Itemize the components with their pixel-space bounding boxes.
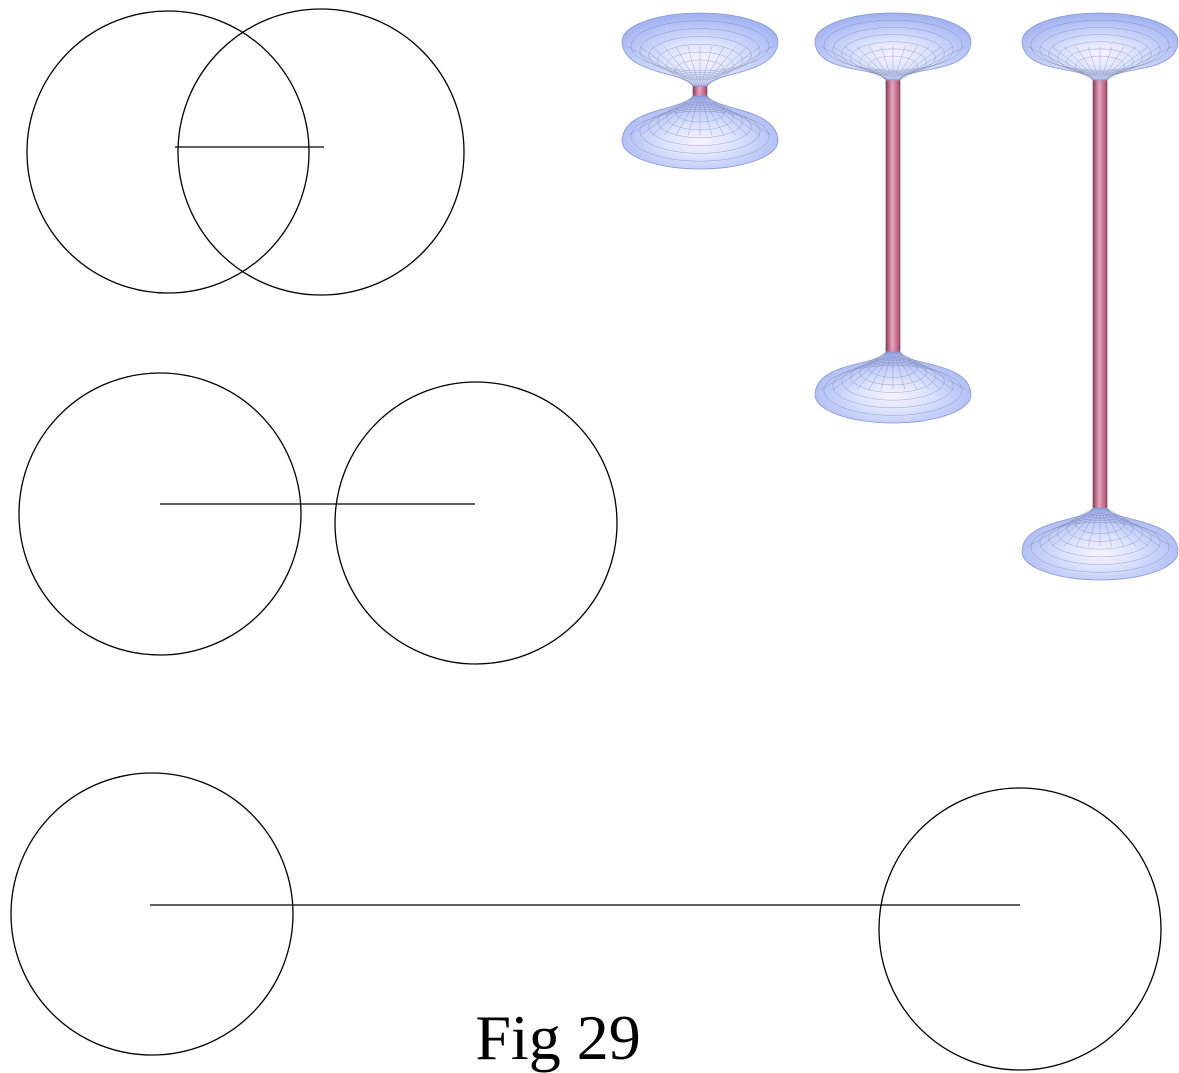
wormhole-medium-throat	[814, 12, 972, 424]
lower-funnel	[1021, 507, 1179, 581]
circle-left	[18, 372, 302, 656]
upper-funnel	[621, 12, 779, 87]
separated-circles-diagram	[10, 772, 1162, 1071]
upper-funnel	[1021, 12, 1179, 81]
circle-left	[10, 772, 294, 1056]
throat-tube	[1092, 77, 1108, 511]
touching-circles-diagram	[18, 372, 618, 665]
throat-tube	[885, 77, 901, 355]
circle-right	[334, 381, 618, 665]
circle-right	[177, 8, 465, 296]
lower-funnel	[621, 95, 779, 170]
wormhole-long-throat	[1021, 12, 1179, 581]
funnel-mesh	[1027, 19, 1173, 81]
figure-caption: Fig 29	[475, 1002, 641, 1073]
funnel-mesh	[820, 19, 966, 81]
funnel-mesh	[820, 351, 966, 416]
lower-funnel	[814, 351, 972, 424]
circle-left	[26, 10, 310, 294]
funnel-mesh	[627, 95, 773, 162]
circle-right	[878, 787, 1162, 1071]
funnel-mesh	[1027, 507, 1173, 573]
funnel-mesh	[627, 20, 773, 87]
overlapping-circles-diagram	[26, 8, 465, 296]
wormhole-surfaces	[621, 12, 1179, 581]
wormhole-short-throat	[621, 12, 779, 170]
upper-funnel	[814, 12, 972, 81]
